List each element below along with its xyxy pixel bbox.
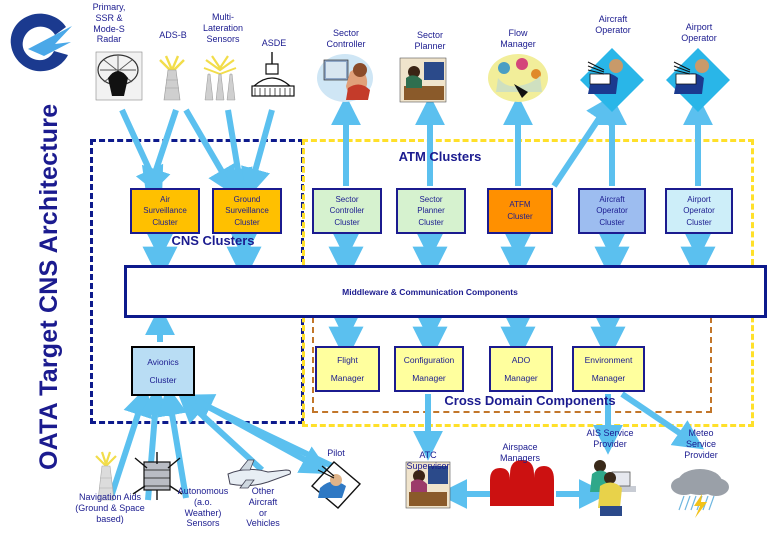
label-flow-manager: Flow Manager [500,28,536,49]
antenna-mast-icon [159,55,185,101]
atfm-cluster[interactable]: ATFM Cluster [487,188,553,234]
atm-clusters-caption: ATM Clusters [398,149,482,164]
cns-clusters-caption: CNS Clusters [171,233,255,248]
aircraft-operator-cluster[interactable]: Aircraft Operator Cluster [578,188,646,234]
configuration-manager[interactable]: Configuration Manager [394,346,464,392]
sector-planner-cluster[interactable]: Sector Planner Cluster [396,188,466,234]
planner-desk-icon [399,57,447,103]
middleware-label: Middleware & Communication Components [342,287,518,297]
environment-manager[interactable]: Environment Manager [572,346,645,392]
label-primary-ssr-mode-s-radar: Primary, SSR & Mode-S Radar [92,2,126,45]
airport-operator-cluster[interactable]: Airport Operator Cluster [665,188,733,234]
controller-workstation-icon [317,54,373,102]
label-airport-operator: Airport Operator [681,22,717,43]
storm-cloud-icon [671,469,729,518]
operator-diamond-icon [666,48,730,112]
label-aircraft-operator: Aircraft Operator [595,14,631,35]
service-desk-icon [590,460,636,516]
label-ais-service-provider: AIS Service Provider [586,428,634,449]
label-ads-b: ADS-B [159,30,187,40]
ado-manager[interactable]: ADO Manager [489,346,553,392]
ground-surveillance-cluster[interactable]: Ground Surveillance Cluster [212,188,282,234]
pilot-cockpit-icon [310,461,362,509]
sector-controller-cluster[interactable]: Sector Controller Cluster [312,188,382,234]
label-atc-supervisor: ATC Supervisor [406,450,450,471]
page-title: OATA Target CNS Architecture [35,103,63,470]
air-surveillance-cluster[interactable]: Air Surveillance Cluster [130,188,200,234]
label-sector-controller: Sector Controller [326,28,366,49]
people-group-icon [490,460,554,506]
label-pilot: Pilot [327,448,345,458]
radar-tower-icon [95,51,143,101]
airplane-icon [227,459,291,489]
eurocontrol-logo [10,13,72,72]
label-meteo-service-provider: Meteo Service Provider [684,428,718,460]
middleware-communication-bar [124,265,767,318]
multi-antenna-icon [203,55,237,101]
cross-domain-caption: Cross Domain Components [444,393,616,408]
avionics-cluster[interactable]: Avionics Cluster [131,346,195,396]
label-navigation-aids: Navigation Aids (Ground & Space based) [75,492,145,524]
operator-diamond-icon [580,48,644,112]
atm-clusters-boundary-upper [302,139,754,302]
label-multi-lateration-sensors: Multi- Lateration Sensors [202,12,244,44]
label-other-aircraft-or-vehicles: Other Aircraft or Vehicles [246,486,280,529]
label-sector-planner: Sector Planner [414,30,446,51]
flow-team-icon [488,54,548,102]
flight-manager[interactable]: Flight Manager [315,346,380,392]
label-asde: ASDE [261,38,287,48]
airport-tower-icon [251,52,295,97]
label-airspace-managers: Airspace Managers [499,442,541,463]
atm-clusters-boundary-lower [302,299,754,427]
label-autonomous-sensors: Autonomous (a.o. Weather) Sensors [177,486,229,529]
